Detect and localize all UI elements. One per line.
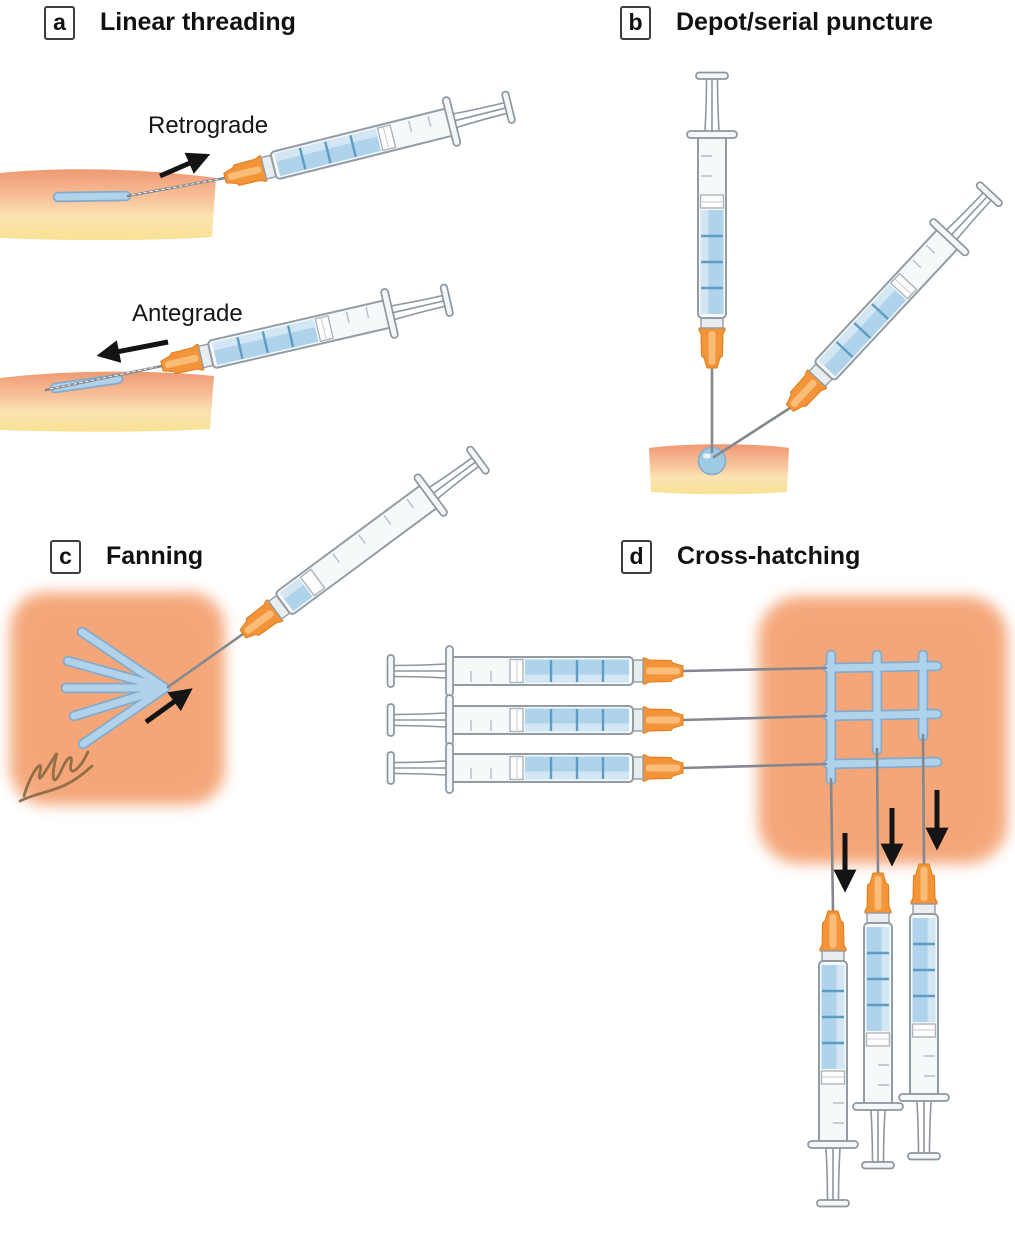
antegrade-needle-hatch <box>49 366 157 390</box>
panel-c-letter-box: c <box>50 540 81 574</box>
vertical-syringe-icon <box>806 909 860 1208</box>
vertical-needles <box>829 733 926 913</box>
droplet-highlight <box>703 453 711 459</box>
panel-a-illustration <box>0 81 519 432</box>
crosshatch-skin-patch-core <box>774 612 992 850</box>
antegrade-syringe-icon <box>155 273 457 392</box>
vertical-syringe-icon <box>685 71 739 370</box>
panel-d-letter-box: d <box>621 540 652 574</box>
retrograde-label: Retrograde <box>148 112 269 139</box>
retrograde-needle-hatch <box>131 178 221 196</box>
crosshatch-grid-threads <box>822 649 943 786</box>
horizontal-needles <box>681 666 828 770</box>
fanning-direction-arrow <box>144 688 193 725</box>
artist-signature <box>18 750 94 803</box>
antegrade-direction-arrow <box>96 339 169 363</box>
vertical-syringe-icon <box>897 862 951 1161</box>
panel-d-illustration <box>386 596 1008 1208</box>
vertical-syringe-icon <box>851 871 905 1170</box>
panel-b-letter-box: b <box>620 6 651 40</box>
angled-syringe-icon <box>770 173 1012 427</box>
angled-needle-icon <box>712 406 792 459</box>
panel-a-title: Linear threading <box>100 8 296 36</box>
horizontal-syringe-icon <box>386 693 685 747</box>
panel-b-title: Depot/serial puncture <box>676 8 933 36</box>
retrograde-skin-cross-section <box>0 169 216 241</box>
panel-a-letter-box: a <box>44 6 75 40</box>
panel-c-title: Fanning <box>106 542 204 570</box>
antegrade-label: Antegrade <box>132 300 243 327</box>
fanning-needle-icon <box>166 632 245 689</box>
retrograde-direction-arrow <box>159 152 211 179</box>
fanning-syringe-icon <box>227 437 497 656</box>
horizontal-syringe-icon <box>386 644 685 698</box>
retrograde-filler-thread-fill <box>54 192 130 201</box>
panel-b-illustration <box>649 71 1012 495</box>
panel-c-illustration <box>10 437 497 805</box>
panel-d-title: Cross-hatching <box>677 542 861 570</box>
horizontal-syringe-icon <box>386 741 685 795</box>
fan-filler-threads <box>60 626 171 750</box>
retrograde-syringe-icon <box>217 81 519 204</box>
